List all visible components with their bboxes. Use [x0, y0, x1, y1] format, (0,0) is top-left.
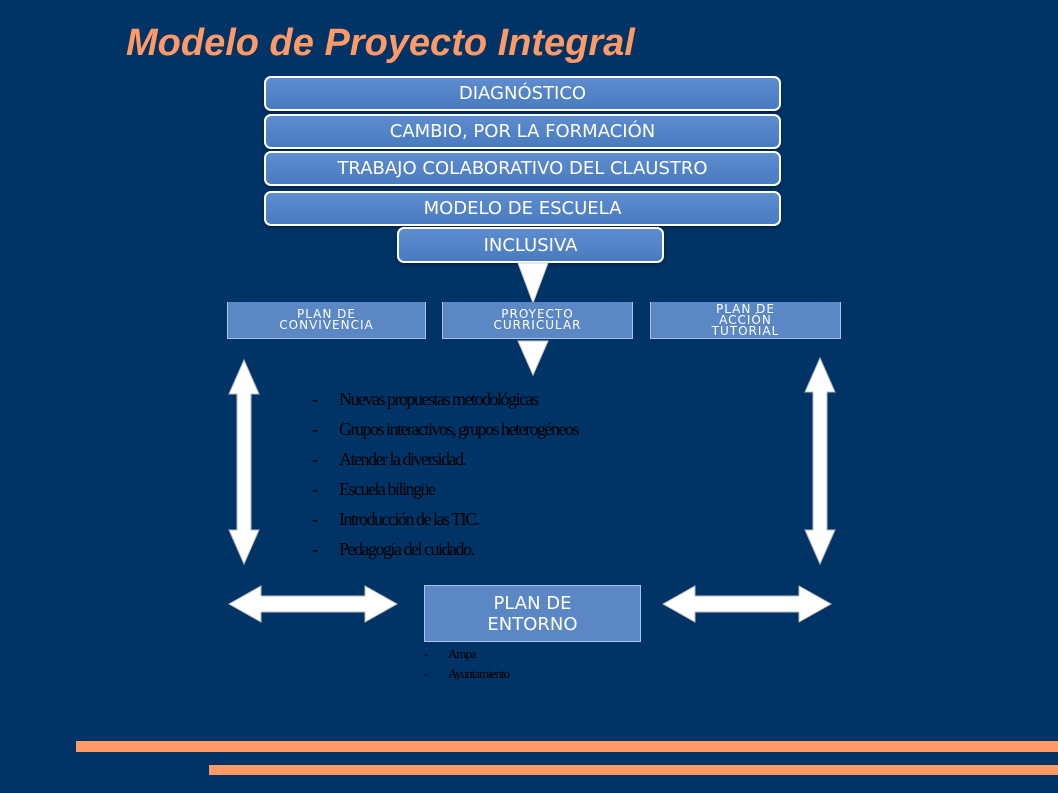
- vertical-double-arrow-right-icon: [804, 356, 836, 566]
- list-item: Ayuntamiento: [424, 666, 510, 686]
- step-diagnostico: DIAGNÓSTICO: [264, 76, 781, 111]
- accent-bar-bottom: [209, 765, 1058, 775]
- list-item: Grupos interactivos, grupos heterogéneos: [312, 416, 579, 446]
- plan-convivencia-line1: PLAN DE: [296, 307, 356, 321]
- step-cambio-formacion: CAMBIO, POR LA FORMACIÓN: [264, 114, 781, 149]
- down-arrow-icon: [517, 340, 549, 377]
- step-modelo-escuela: MODELO DE ESCUELA: [264, 191, 781, 226]
- vertical-double-arrow-left-icon: [228, 358, 260, 566]
- proyecto-curricular-line1: PROYECTO: [501, 307, 574, 321]
- accent-bar-top: [76, 741, 1058, 752]
- plan-entorno-line2: ENTORNO: [487, 613, 578, 635]
- list-item: Pedagogía del cuidado.: [312, 536, 578, 566]
- down-arrow-icon: [517, 262, 549, 305]
- plan-accion-tutorial-line3: TUTORIAL: [711, 323, 780, 338]
- step-inclusiva: INCLUSIVA: [397, 227, 664, 263]
- proyecto-curricular-line2: CURRICULAR: [493, 318, 582, 332]
- plan-accion-tutorial-line2: ACCIÓN: [719, 312, 772, 327]
- list-item: Atender la diversidad.: [312, 446, 578, 476]
- horizontal-double-arrow-right-icon: [661, 585, 833, 623]
- plan-convivencia-box: PLAN DE CONVIVENCIA: [227, 302, 426, 339]
- slide-title: Modelo de Proyecto Integral: [126, 22, 635, 64]
- list-item: Introducción de las TIC.: [312, 506, 578, 536]
- plan-entorno-line1: PLAN DE: [493, 592, 572, 614]
- proyecto-curricular-box: PROYECTO CURRICULAR: [442, 302, 633, 339]
- horizontal-double-arrow-left-icon: [227, 585, 399, 623]
- entorno-items-list: Ampa Ayuntamiento: [424, 646, 510, 686]
- plan-accion-tutorial-box: PLAN DE ACCIÓN TUTORIAL: [650, 302, 841, 339]
- plan-accion-tutorial-line1: PLAN DE: [715, 301, 775, 316]
- plan-entorno-box: PLAN DE ENTORNO: [424, 585, 641, 642]
- plan-convivencia-line2: CONVIVENCIA: [279, 318, 374, 332]
- step-trabajo-colaborativo: TRABAJO COLABORATIVO DEL CLAUSTRO: [264, 151, 781, 186]
- list-item: Ampa: [424, 646, 509, 666]
- list-item: Nuevas propuestas metodológicas: [312, 386, 578, 416]
- list-item: Escuela bilingüe: [312, 476, 578, 506]
- curricular-items-list: Nuevas propuestas metodológicas Grupos i…: [312, 386, 579, 566]
